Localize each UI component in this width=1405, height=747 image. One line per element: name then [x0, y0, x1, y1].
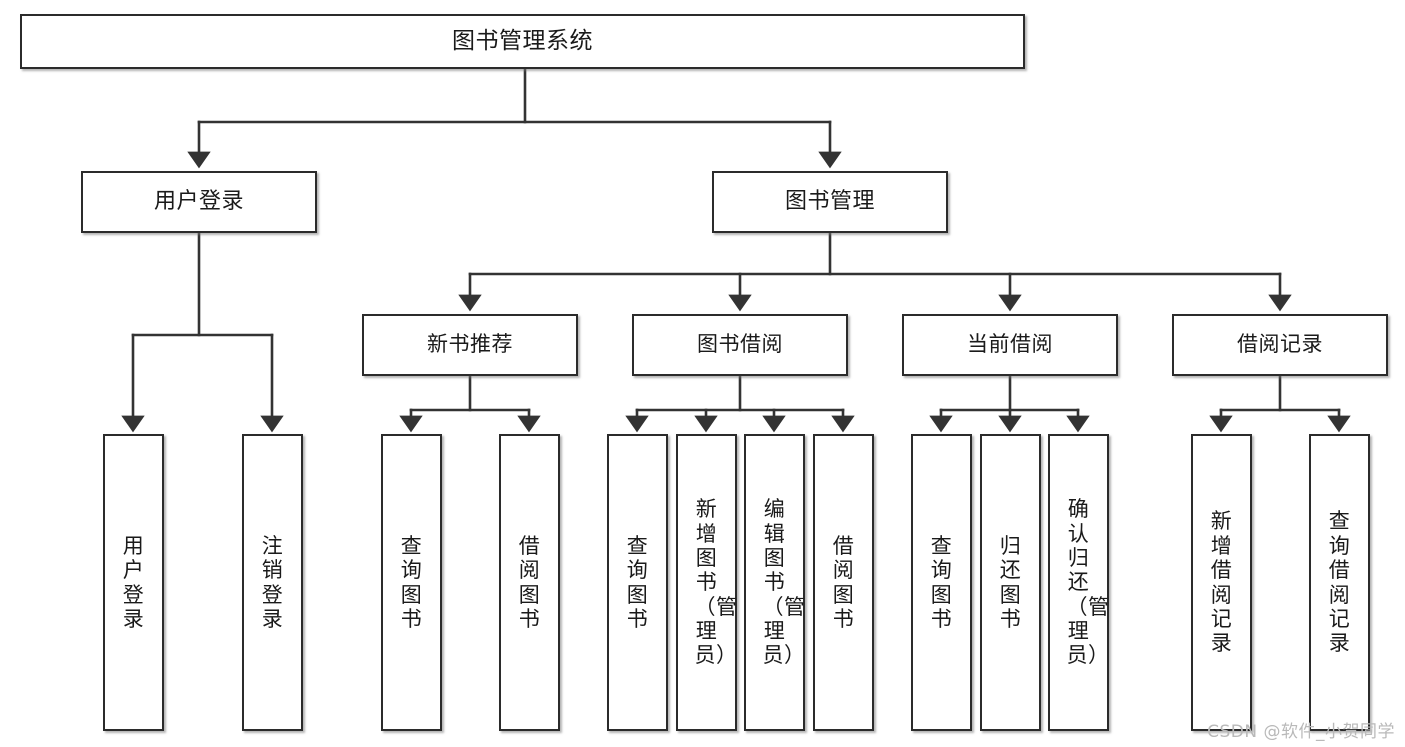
node-leaf-edit-book-admin-label: 编辑图书（管理员）: [762, 497, 806, 668]
node-borrow-records-label: 借阅记录: [1237, 332, 1323, 357]
node-leaf-confirm-return-admin-label: 确认归还（管理员）: [1066, 497, 1110, 668]
node-leaf-add-borrow-record-label: 新增借阅记录: [1210, 509, 1233, 656]
node-current-borrow-label: 当前借阅: [967, 332, 1053, 357]
node-leaf-borrow-book-label: 借阅图书: [832, 533, 855, 631]
node-leaf-logout-label: 注销登录: [261, 533, 284, 631]
node-leaf-add-book-admin-label: 新增图书（管理员）: [694, 497, 738, 668]
node-borrow-records[interactable]: 借阅记录: [1172, 314, 1388, 376]
node-leaf-query-book-new-label: 查询图书: [400, 533, 423, 631]
node-leaf-logout[interactable]: 注销登录: [242, 434, 303, 731]
node-book-borrow-label: 图书借阅: [697, 332, 783, 357]
node-leaf-user-login-label: 用户登录: [122, 533, 145, 631]
node-leaf-query-book-current[interactable]: 查询图书: [911, 434, 972, 731]
node-leaf-query-book-label: 查询图书: [626, 533, 649, 631]
node-leaf-query-book-new[interactable]: 查询图书: [381, 434, 442, 731]
node-leaf-user-login[interactable]: 用户登录: [103, 434, 164, 731]
node-root-system[interactable]: 图书管理系统: [20, 14, 1025, 69]
node-leaf-return-book[interactable]: 归还图书: [980, 434, 1041, 731]
node-user-login-label: 用户登录: [153, 188, 244, 214]
node-leaf-return-book-label: 归还图书: [999, 533, 1022, 631]
node-leaf-query-borrow-record-label: 查询借阅记录: [1328, 509, 1351, 656]
node-leaf-add-borrow-record[interactable]: 新增借阅记录: [1191, 434, 1252, 731]
node-user-login[interactable]: 用户登录: [81, 171, 317, 233]
node-leaf-query-book[interactable]: 查询图书: [607, 434, 668, 731]
node-leaf-query-borrow-record[interactable]: 查询借阅记录: [1309, 434, 1370, 731]
node-current-borrow[interactable]: 当前借阅: [902, 314, 1118, 376]
node-book-borrow[interactable]: 图书借阅: [632, 314, 848, 376]
node-leaf-confirm-return-admin[interactable]: 确认归还（管理员）: [1048, 434, 1109, 731]
node-leaf-borrow-book[interactable]: 借阅图书: [813, 434, 874, 731]
node-leaf-edit-book-admin[interactable]: 编辑图书（管理员）: [744, 434, 805, 731]
node-leaf-query-book-current-label: 查询图书: [930, 533, 953, 631]
node-new-book-recommend-label: 新书推荐: [427, 332, 513, 357]
node-new-book-recommend[interactable]: 新书推荐: [362, 314, 578, 376]
node-book-management[interactable]: 图书管理: [712, 171, 948, 233]
node-leaf-borrow-book-new-label: 借阅图书: [518, 533, 541, 631]
node-leaf-borrow-book-new[interactable]: 借阅图书: [499, 434, 560, 731]
node-root-system-label: 图书管理系统: [452, 27, 593, 54]
csdn-watermark: CSDN @软件_小贺同学: [1207, 722, 1395, 742]
node-book-management-label: 图书管理: [784, 188, 875, 214]
node-leaf-add-book-admin[interactable]: 新增图书（管理员）: [676, 434, 737, 731]
